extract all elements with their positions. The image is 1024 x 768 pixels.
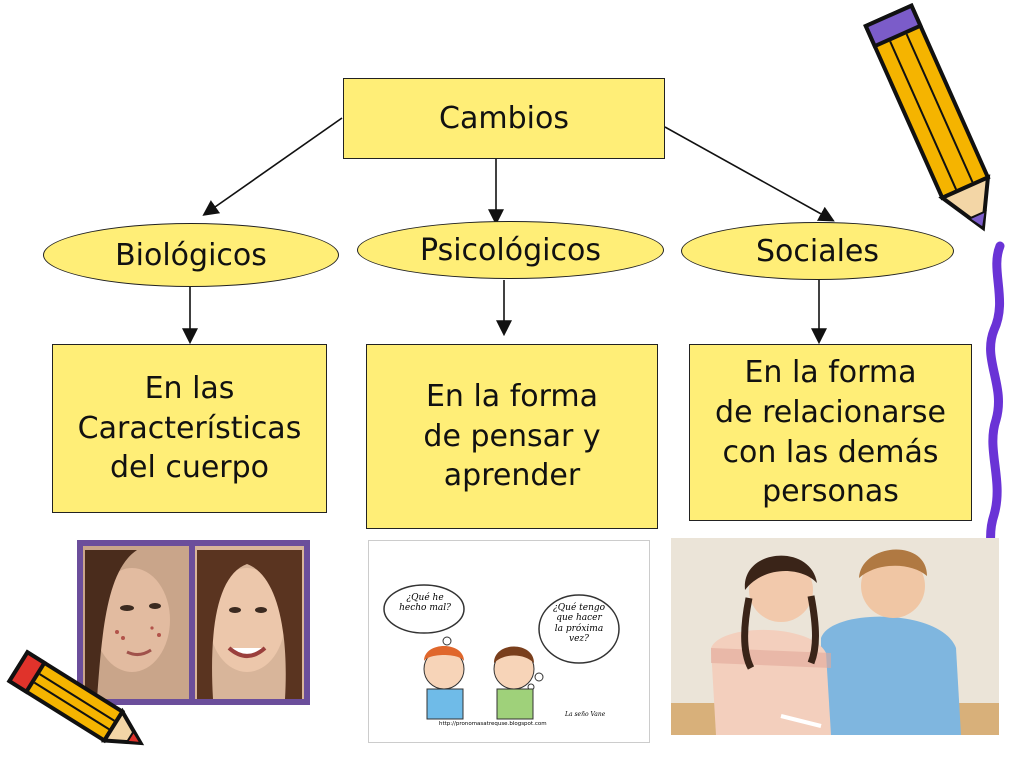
pencil-icon bbox=[860, 0, 1010, 245]
detail-node-sociales: En la forma de relacionarse con las demá… bbox=[689, 344, 972, 521]
root-label: Cambios bbox=[439, 100, 569, 136]
category-node-biologicos: Biológicos bbox=[43, 223, 339, 287]
detail-text: En las Características del cuerpo bbox=[77, 371, 302, 486]
detail-node-biologicos: En las Características del cuerpo bbox=[52, 344, 327, 513]
root-node-cambios: Cambios bbox=[343, 78, 665, 159]
detail-node-psicologicos: En la forma de pensar y aprender bbox=[366, 344, 658, 529]
category-label: Sociales bbox=[755, 233, 880, 269]
pencil-icon bbox=[0, 640, 160, 768]
photo-teenagers-talking bbox=[671, 538, 999, 735]
cartoon-url: http://pronomasatrequse.blogspot.com bbox=[439, 721, 547, 727]
detail-text: En la forma de relacionarse con las demá… bbox=[715, 355, 946, 510]
cartoon-signature: La seño Vane bbox=[565, 711, 606, 718]
category-node-psicologicos: Psicológicos bbox=[357, 221, 664, 279]
bubble-text-right: ¿Qué tengo que hacer la próxima vez? bbox=[552, 603, 606, 645]
category-label: Biológicos bbox=[115, 237, 267, 273]
arrow-root-sociales bbox=[664, 126, 835, 222]
arrow-root-biologicos bbox=[202, 117, 343, 216]
photo-faces-before-after bbox=[77, 540, 310, 705]
category-label: Psicológicos bbox=[420, 232, 601, 268]
detail-text: En la forma de pensar y aprender bbox=[423, 379, 601, 494]
cartoon-children-thinking: ¿Qué he hecho mal? ¿Qué tengo que hacer … bbox=[368, 540, 650, 743]
bubble-text-left: ¿Qué he hecho mal? bbox=[399, 593, 451, 614]
category-node-sociales: Sociales bbox=[681, 222, 954, 280]
